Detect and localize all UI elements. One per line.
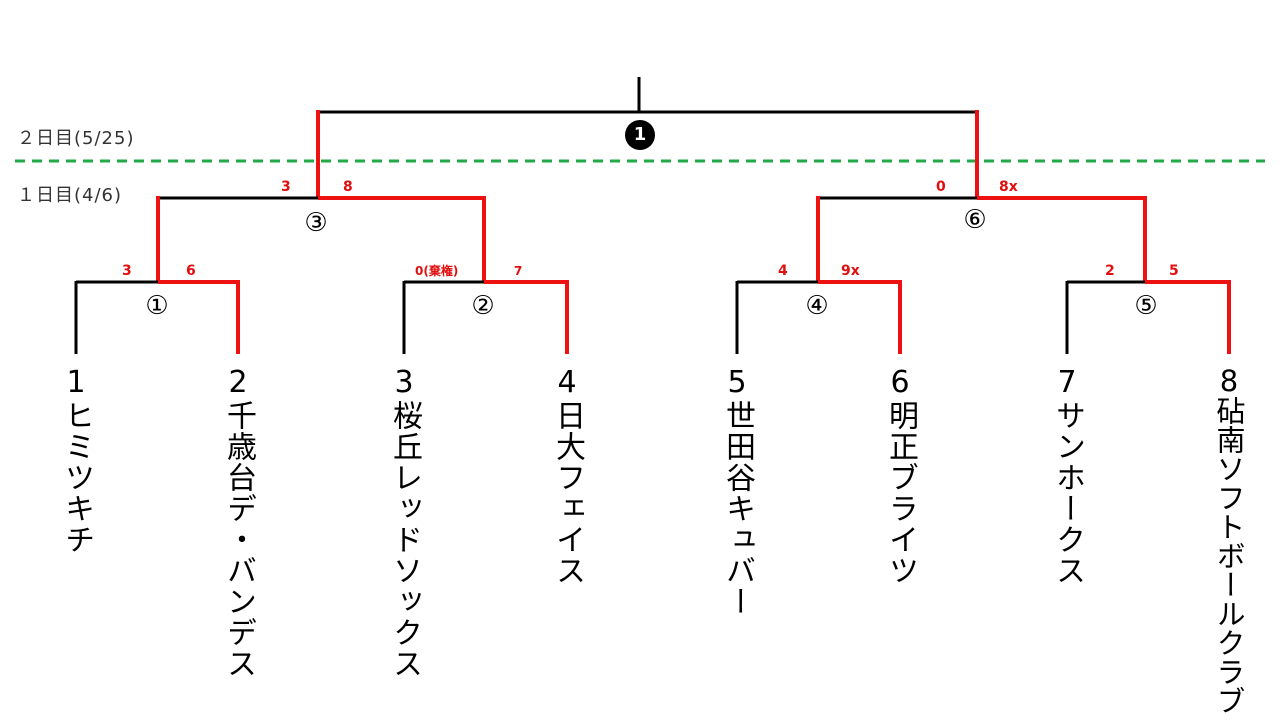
match-1-bracket — [74, 280, 240, 354]
match-3-bracket — [156, 196, 486, 283]
match-6-left-score: 0 — [936, 179, 946, 195]
team-name: 世田谷キュバー — [720, 400, 755, 617]
team-name: サンホークス — [1050, 400, 1085, 586]
match-number-6: ⑥ — [963, 205, 987, 235]
team-1: 1 ヒミツキチ — [56, 365, 96, 556]
team-name: 日大フェイス — [550, 400, 585, 586]
match-4-bracket — [735, 280, 902, 354]
match-number-3: ③ — [304, 208, 328, 238]
match-6-bracket — [816, 196, 1147, 283]
match-5-bracket — [1065, 280, 1231, 354]
match-4-right-score: 9x — [841, 263, 860, 279]
team-number: 8 — [1219, 364, 1239, 398]
match-number-4: ④ — [805, 291, 829, 321]
team-number: 7 — [1057, 365, 1077, 400]
match-number-5: ⑤ — [1134, 291, 1158, 321]
team-name: 桜丘レッドソックス — [387, 400, 422, 679]
team-number: 5 — [727, 365, 747, 400]
team-4: 4 日大フェイス — [547, 365, 587, 587]
match-1-right-score: 6 — [186, 263, 196, 279]
team-3: 3 桜丘レッドソックス — [384, 365, 424, 680]
match-3-right-score: 8 — [343, 179, 353, 195]
final-match-number: 1 — [625, 120, 655, 150]
match-5-right-score: 5 — [1169, 263, 1179, 279]
match-6-right-score: 8x — [999, 179, 1018, 195]
match-number-2: ② — [471, 291, 495, 321]
match-1-left-score: 3 — [122, 263, 132, 279]
team-number: 4 — [557, 365, 577, 400]
final-bracket — [316, 77, 979, 199]
match-number-1: ① — [145, 291, 169, 321]
match-2-right-score: 7 — [514, 264, 523, 278]
day1-label: １日目(4/6) — [17, 185, 123, 206]
team-name: ヒミツキチ — [59, 400, 94, 555]
team-number: 3 — [394, 365, 414, 400]
match-2-left-score: 0(棄権) — [415, 264, 459, 278]
team-8: 8 砧南ソフトボールクラブ — [1209, 366, 1249, 715]
match-5-left-score: 2 — [1105, 263, 1115, 279]
team-5: 5 世田谷キュバー — [717, 365, 757, 618]
team-number: 1 — [66, 365, 86, 400]
team-2: 2 千歳台デ・バンデス — [218, 365, 258, 680]
team-number: 6 — [890, 365, 910, 400]
team-7: 7 サンホークス — [1047, 365, 1087, 587]
team-name: 砧南ソフトボールクラブ — [1212, 396, 1246, 715]
match-4-left-score: 4 — [778, 263, 788, 279]
match-3-left-score: 3 — [281, 179, 291, 195]
team-number: 2 — [228, 365, 248, 400]
match-2-bracket — [402, 280, 569, 354]
team-name: 明正ブライツ — [883, 400, 918, 586]
team-name: 千歳台デ・バンデス — [221, 400, 256, 679]
day2-label: ２日目(5/25) — [17, 128, 135, 149]
team-6: 6 明正ブライツ — [880, 365, 920, 587]
